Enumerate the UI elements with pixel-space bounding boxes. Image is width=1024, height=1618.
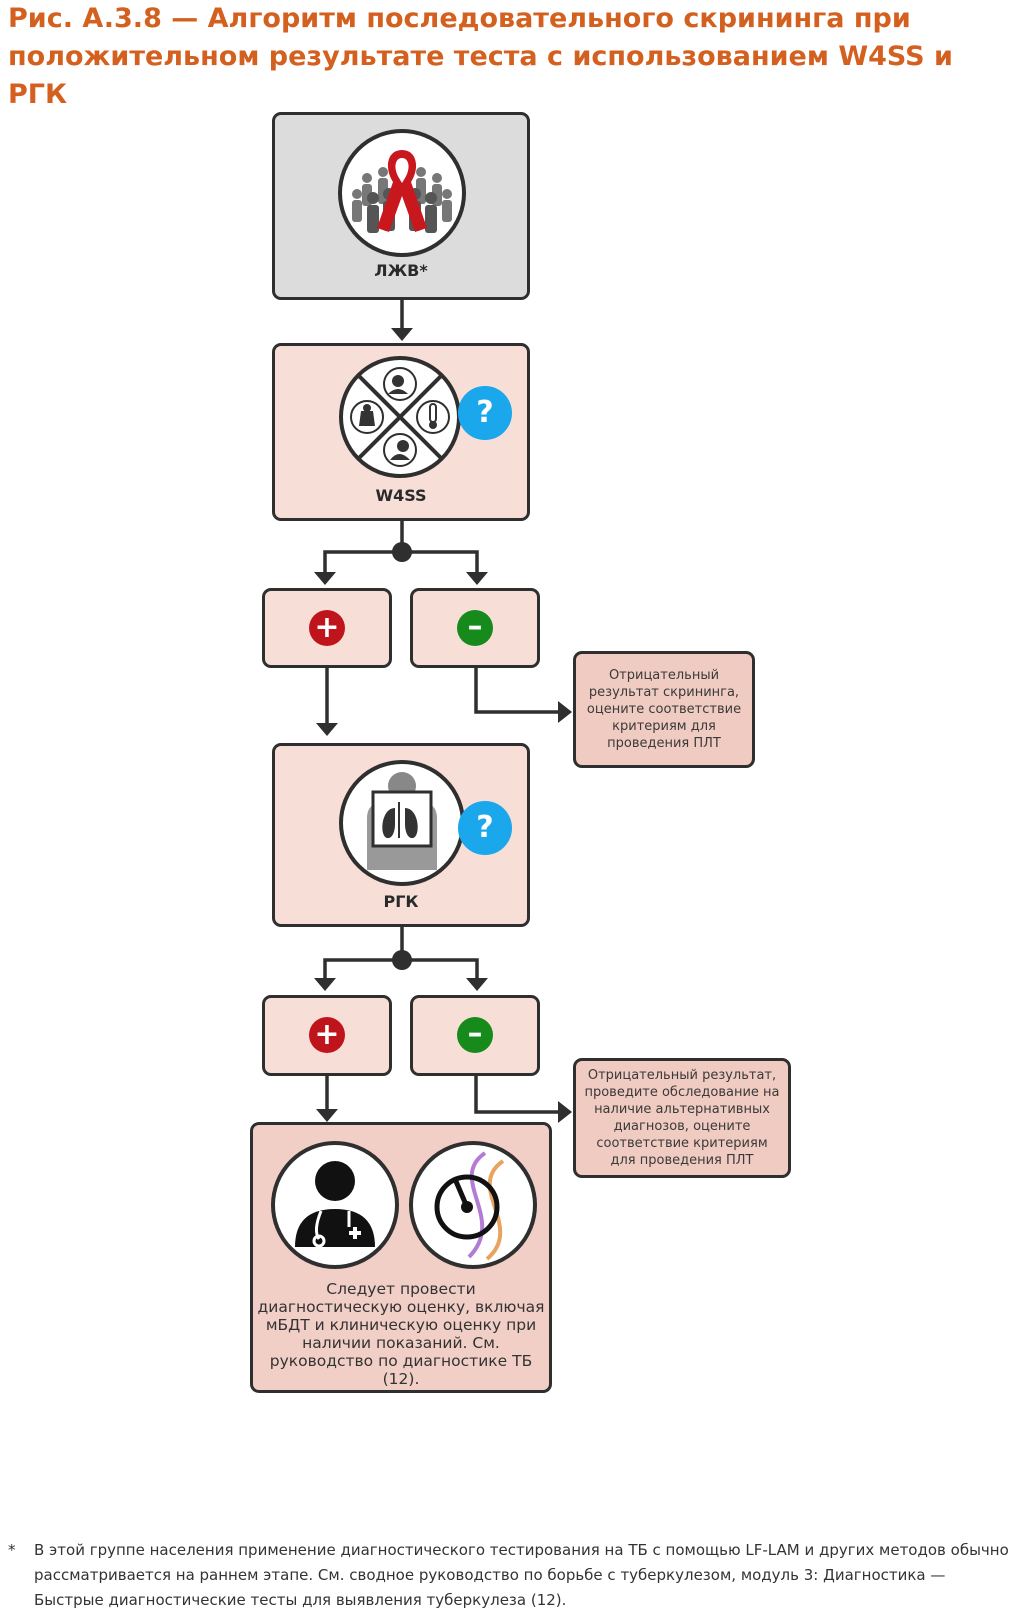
question-badge-icon: ? — [458, 801, 512, 855]
plus-icon: + — [309, 1017, 345, 1053]
diagnosis-text: Следует провести диагностическую оценку,… — [257, 1280, 545, 1388]
question-badge-icon: ? — [458, 386, 512, 440]
chest-xray-icon — [339, 760, 465, 886]
cxr-label: РГК — [383, 892, 419, 911]
w4ss-negative-note: Отрицательный результат скрининга, оцени… — [573, 651, 755, 768]
w4ss-negative-box: – — [410, 588, 540, 668]
plhiv-label: ЛЖВ* — [374, 261, 428, 280]
diagnosis-box: Следует провести диагностическую оценку,… — [250, 1122, 552, 1393]
arrow-w4ss-negative-note — [474, 668, 560, 714]
symptom-screen-icon — [339, 356, 461, 478]
split-node — [392, 950, 412, 970]
w4ss-box: ? W4SS — [272, 343, 530, 521]
doctor-icon — [271, 1141, 399, 1269]
w4ss-label: W4SS — [375, 486, 427, 505]
minus-icon: – — [457, 1017, 493, 1053]
cxr-negative-box: – — [410, 995, 540, 1076]
footnote: * В этой группе населения применение диа… — [8, 1538, 1018, 1613]
split-node — [392, 542, 412, 562]
population-ribbon-icon — [338, 129, 466, 257]
molecular-test-icon — [409, 1141, 537, 1269]
minus-icon: – — [457, 610, 493, 646]
cxr-positive-box: + — [262, 995, 392, 1076]
figure-title: Рис. A.3.8 — Алгоритм последовательного … — [8, 3, 953, 110]
plus-icon: + — [309, 610, 345, 646]
plhiv-box: ЛЖВ* — [272, 112, 530, 300]
arrow-cxr-negative-note — [474, 1076, 560, 1114]
footnote-text: В этой группе населения применение диагн… — [34, 1541, 1009, 1609]
cxr-box: ? РГК — [272, 743, 530, 927]
footnote-marker: * — [8, 1541, 16, 1559]
w4ss-positive-box: + — [262, 588, 392, 668]
cxr-negative-note: Отрицательный результат, проведите обсле… — [573, 1058, 791, 1178]
